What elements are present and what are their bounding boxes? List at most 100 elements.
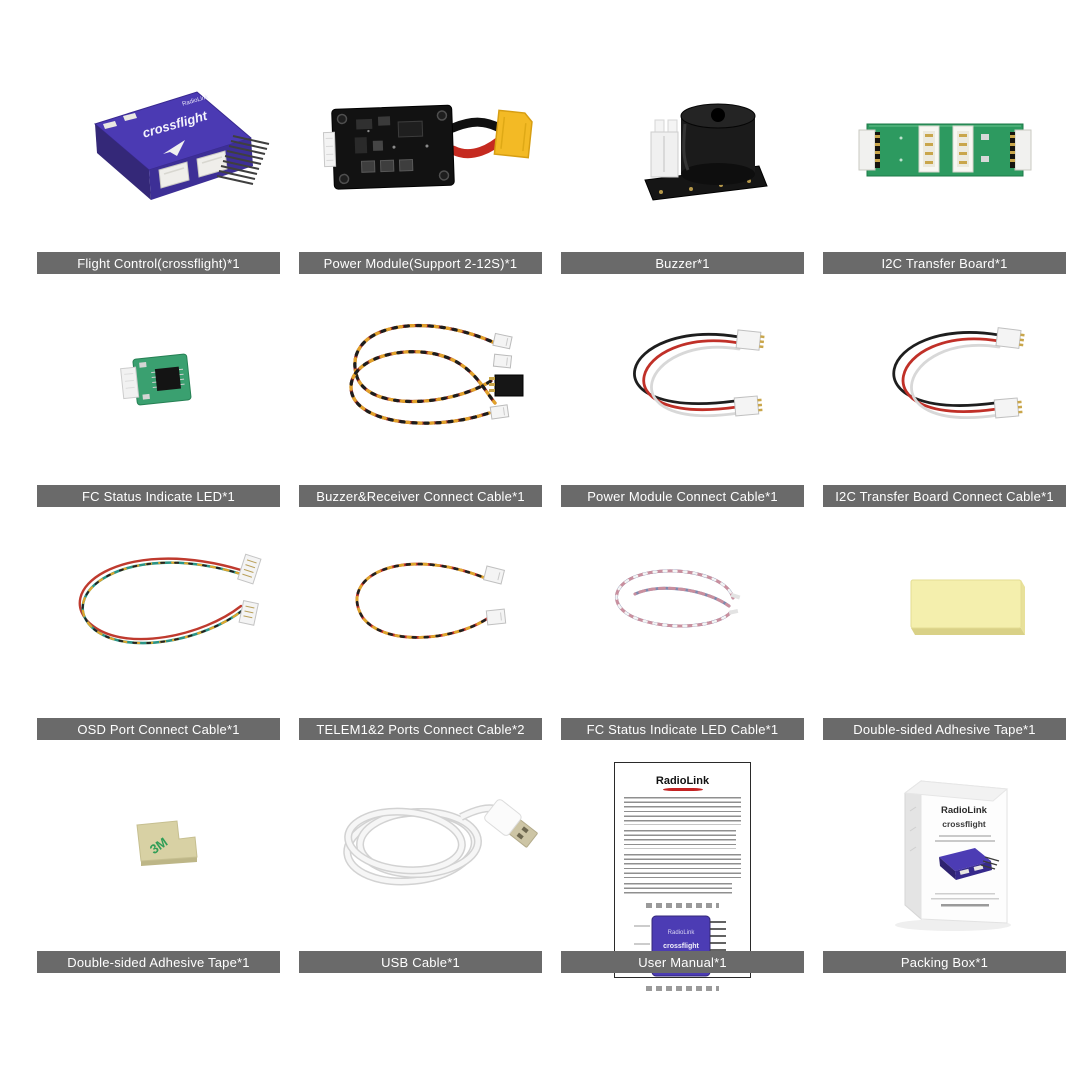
jst-connector-bottom <box>993 396 1023 418</box>
packing-list-grid: RadioLink crossflight Flight Control(cro… <box>37 41 1066 991</box>
power-module-image <box>299 41 542 252</box>
jst-connector-top <box>482 564 506 585</box>
flight-controller-illustration: RadioLink crossflight <box>93 90 270 200</box>
box-side-face <box>904 779 922 920</box>
white-connector <box>650 119 679 177</box>
packing-box-image: RadioLink crossflight <box>823 740 1066 951</box>
jst-connector-bottom <box>238 599 259 626</box>
item-label-bar: OSD Port Connect Cable*1 <box>37 718 280 740</box>
tape-yellow-image <box>823 507 1066 718</box>
item-label-bar: Buzzer&Receiver Connect Cable*1 <box>299 485 542 507</box>
tape-3m-image: 3M <box>37 740 280 951</box>
jst-connector-top <box>995 326 1025 349</box>
manual-paragraph <box>624 882 732 897</box>
tape-yellow-illustration <box>910 579 1025 635</box>
telem-cable-illustration <box>355 562 507 639</box>
tape-3m-illustration: 3M <box>136 819 198 866</box>
osd-cable-illustration <box>78 553 262 644</box>
smd-components <box>354 115 429 173</box>
jst-connector-top <box>237 553 262 585</box>
led-cable-illustration <box>615 568 741 627</box>
tape-piece <box>136 819 198 862</box>
kit-item-i2c-cable: I2C Transfer Board Connect Cable*1 <box>823 274 1066 507</box>
jst-socket-2 <box>952 125 974 172</box>
buzzer-image <box>561 41 804 252</box>
item-label-bar: I2C Transfer Board Connect Cable*1 <box>823 485 1066 507</box>
manual-brand-logo: RadioLink <box>624 775 741 791</box>
kit-item-usb-cable: USB Cable*1 <box>299 740 542 973</box>
loop-wires <box>78 556 245 644</box>
kit-item-telem-cable: TELEM1&2 Ports Connect Cable*2 <box>299 507 542 740</box>
kit-item-led-cable: FC Status Indicate LED Cable*1 <box>561 507 804 740</box>
kit-item-buzzer-receiver-cable: Buzzer&Receiver Connect Cable*1 <box>299 274 542 507</box>
corner-screw-holes <box>336 109 450 184</box>
jst-connector-top <box>735 328 765 351</box>
kit-item-packing-box: RadioLink crossflight <box>823 740 1066 973</box>
front-ports <box>158 149 228 189</box>
tape-top <box>910 579 1022 628</box>
box-product-render <box>939 847 1000 880</box>
led-cable-image <box>561 507 804 718</box>
chip <box>154 366 182 391</box>
buzzer-illustration <box>644 103 768 201</box>
power-module-illustration <box>322 104 533 190</box>
item-label-bar: Power Module Connect Cable*1 <box>561 485 804 507</box>
black-wire <box>447 117 505 133</box>
user-manual-page: RadioLink RadioLink crossf <box>614 762 751 991</box>
white-connector <box>322 131 337 167</box>
kit-item-i2c-board: I2C Transfer Board*1 <box>823 41 1066 274</box>
i2c-cable-image <box>823 274 1066 485</box>
tape-side <box>911 627 1025 635</box>
item-label-bar: TELEM1&2 Ports Connect Cable*2 <box>299 718 542 740</box>
item-label-bar: User Manual*1 <box>561 951 804 973</box>
jst-connector-bottom <box>733 394 763 416</box>
usb-a-connector <box>484 798 538 848</box>
kit-item-user-manual: RadioLink RadioLink crossf <box>561 740 804 991</box>
flight-control-image: RadioLink crossflight <box>37 41 280 252</box>
kit-item-power-module-cable: Power Module Connect Cable*1 <box>561 274 804 507</box>
telem-cable-image <box>299 507 542 718</box>
manual-figure-product: crossflight <box>663 943 699 950</box>
item-label-bar: Packing Box*1 <box>823 951 1066 973</box>
kit-item-flight-control: RadioLink crossflight Flight Control(cro… <box>37 41 280 274</box>
item-label-bar: Power Module(Support 2-12S)*1 <box>299 252 542 274</box>
kit-item-power-module: Power Module(Support 2-12S)*1 <box>299 41 542 274</box>
manual-pin-labels <box>646 985 719 991</box>
left-connector <box>858 129 880 170</box>
buzzer-receiver-cable-illustration <box>349 323 524 425</box>
pin-headers <box>216 134 270 185</box>
item-label-bar: FC Status Indicate LED*1 <box>37 485 280 507</box>
box-product-text: crossflight <box>942 819 986 829</box>
item-label-bar: Buzzer*1 <box>561 252 804 274</box>
right-connector <box>1010 129 1032 170</box>
kit-item-tape-3m: 3M Double-sided Adhesive Tape*1 <box>37 740 280 973</box>
fc-status-led-illustration <box>120 353 192 405</box>
jst-connector-2 <box>492 353 513 368</box>
item-label-bar: Flight Control(crossflight)*1 <box>37 252 280 274</box>
loop-wires <box>355 562 493 639</box>
item-label-bar: USB Cable*1 <box>299 951 542 973</box>
arrow-logo <box>163 139 185 156</box>
item-label-bar: Double-sided Adhesive Tape*1 <box>823 718 1066 740</box>
loop-wires <box>892 330 1001 419</box>
i2c-board-image <box>823 41 1066 252</box>
box-brand-text: RadioLink <box>941 805 988 816</box>
kit-item-buzzer: Buzzer*1 <box>561 41 804 274</box>
jst-connector-bottom <box>485 608 507 625</box>
servo-connector <box>489 374 524 396</box>
manual-paragraph <box>624 829 737 849</box>
jst-connector-3 <box>489 403 510 420</box>
power-module-cable-illustration <box>633 328 765 417</box>
kit-item-tape-yellow: Double-sided Adhesive Tape*1 <box>823 507 1066 740</box>
manual-pin-labels <box>646 902 719 908</box>
manual-paragraph <box>624 796 741 825</box>
kit-item-osd-cable: OSD Port Connect Cable*1 <box>37 507 280 740</box>
item-label-bar: FC Status Indicate LED Cable*1 <box>561 718 804 740</box>
buzzer-cylinder <box>680 103 756 185</box>
usb-cable-illustration <box>343 798 538 885</box>
usb-cable-image <box>299 740 542 951</box>
white-connector <box>120 366 140 399</box>
manual-paragraph <box>624 853 741 878</box>
loop-wires <box>633 332 741 417</box>
fc-status-led-image <box>37 274 280 485</box>
